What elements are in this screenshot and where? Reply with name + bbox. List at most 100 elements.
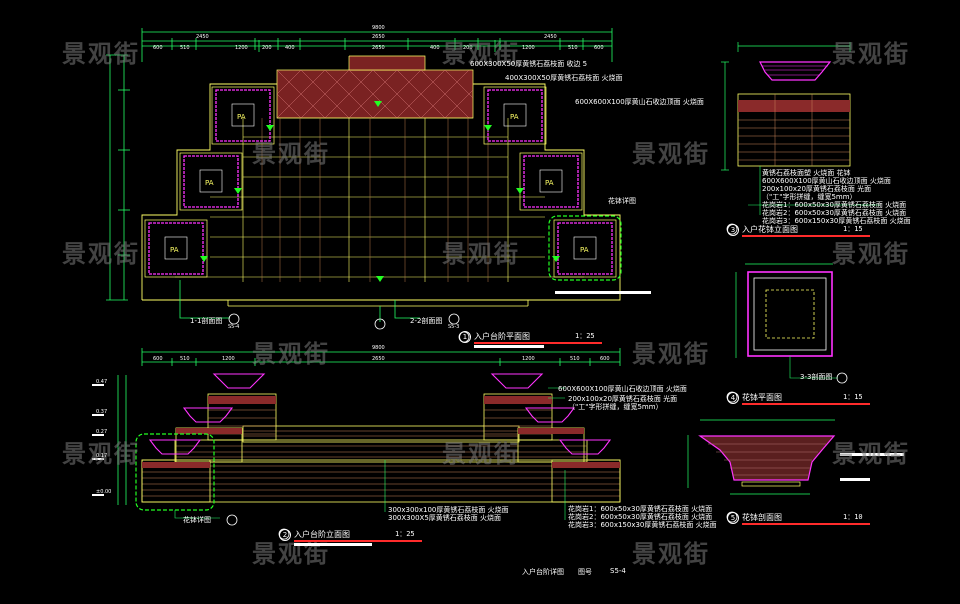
plan-detail-label: 花钵详图 [608, 197, 636, 205]
pier-plan-cut-label: 3-3剖面图 [800, 373, 833, 381]
plan-outline [141, 83, 621, 301]
pier-label: PA [205, 179, 214, 187]
pier-note-3: 200x100x20厚黄锈石荔枝面 光面 [762, 185, 872, 193]
svg-text:2650: 2650 [372, 45, 385, 51]
pier-label: PA [170, 246, 179, 254]
elev-title-underline-white [294, 543, 372, 546]
plan-dim-mid: 2650 [372, 34, 385, 40]
pier-note-7: 花岗岩3：600x150x30厚黄锈石荔枝面 火烧面 [762, 217, 911, 225]
sheet-number-label: 图号 [578, 568, 592, 576]
elev-piers [135, 373, 621, 511]
svg-text:510: 510 [568, 45, 578, 51]
landing-paving [276, 55, 474, 119]
elev-note-top-1: 600X600X100厚黄山石收边顶面 火烧面 [558, 385, 687, 393]
svg-text:600: 600 [600, 356, 610, 362]
cut2-sheet: S5-3 [448, 324, 460, 330]
elev-note-bl-1: 300x300x100厚黄锈石荔枝面 火烧面 [388, 506, 509, 514]
elev-leaders [174, 387, 566, 520]
svg-text:600: 600 [153, 45, 163, 51]
plan-dim-right: 2450 [544, 34, 557, 40]
pier-note-2: 600X600X100厚黄山石收边顶面 火烧面 [762, 177, 891, 185]
pier-note-1: 黄锈石荔枝面塑 火烧面 花钵 [762, 169, 851, 177]
svg-text:510: 510 [180, 356, 190, 362]
svg-text:2650: 2650 [372, 356, 385, 362]
elev-note-br-3: 花岗岩3：600x150x30厚黄锈石荔枝面 火烧面 [568, 521, 717, 529]
bowl-section-view [687, 419, 904, 523]
svg-text:200: 200 [262, 45, 272, 51]
elev-note-bl-2: 300X300X5厚黄锈石荔枝面 火烧面 [388, 514, 501, 522]
pier-top-left [211, 86, 275, 145]
pier-note-5: 花岗岩1：600x50x30厚黄锈石荔枝面 火烧面 [762, 201, 907, 209]
elev-level: 0.37 [96, 409, 108, 415]
elev-detail-label: 花钵详图 [183, 516, 211, 524]
sheet-number: S5-4 [610, 567, 626, 575]
svg-text:600: 600 [153, 356, 163, 362]
svg-text:1200: 1200 [235, 45, 248, 51]
elevation-view: 9800 600 510 1200 2650 1200 510 600 [92, 345, 621, 540]
pier-bottom-right [548, 215, 622, 281]
pier-plan-underline [742, 403, 870, 405]
sheet-title: 入户台阶详图 [522, 568, 564, 576]
pier-elev-title-number: 3 [727, 224, 739, 236]
bowl-underline [742, 523, 870, 525]
svg-text:510: 510 [180, 45, 190, 51]
svg-text:510: 510 [570, 356, 580, 362]
elev-dim-text: 9800 600 510 1200 2650 1200 510 600 [153, 345, 610, 362]
elev-title: 入户台阶立面图 [294, 530, 350, 539]
level-markers [200, 101, 560, 282]
cut1-sheet: S5-4 [228, 324, 240, 330]
bowl-title-number: 5 [727, 512, 739, 524]
pier-bottom-left [144, 219, 208, 278]
elev-note-top-2: 200x100x20厚黄锈石荔枝面 光面 [568, 395, 678, 403]
elev-note-br-2: 花岗岩2：600x50x30厚黄锈石荔枝面 火烧面 [568, 513, 713, 521]
plan-white-bar [555, 291, 651, 294]
plan-note-1: 600X300X50厚黄锈石荔枝面 收边 5 [470, 60, 588, 68]
pier-note-6: 花岗岩2：600x50x30厚黄锈石荔枝面 火烧面 [762, 209, 907, 217]
stair-joints [261, 118, 489, 282]
pier-label: PA [545, 179, 554, 187]
svg-text:1200: 1200 [222, 356, 235, 362]
bottom-step [227, 299, 529, 307]
plan-dimension-lines [106, 28, 613, 301]
svg-text:600: 600 [594, 45, 604, 51]
svg-text:400: 400 [285, 45, 295, 51]
cut2-label: 2-2剖面图 [410, 317, 443, 325]
pier-plan-title: 花钵平面图 [742, 393, 782, 402]
svg-text:200: 200 [463, 45, 473, 51]
level-marks [92, 384, 104, 496]
svg-text:9800: 9800 [372, 345, 385, 351]
elev-scale: 1：25 [395, 530, 415, 538]
plan-note-3: 600X600X100厚黄山石收边顶面 火烧面 [575, 98, 704, 106]
plan-scale: 1：25 [575, 332, 595, 340]
elev-level: 0.17 [96, 453, 108, 459]
pier-elev-title: 入户花钵立面图 [742, 225, 798, 234]
plan-note-2: 400X300X50厚黄锈石荔枝面 火烧面 [505, 74, 623, 82]
plan-title-underline [474, 342, 602, 344]
pier-top-right [483, 86, 547, 145]
pier-note-4: （"工"字形拼缝，缝宽5mm） [762, 193, 857, 201]
elev-level: ±0.00 [96, 489, 112, 495]
elev-level: 0.27 [96, 429, 108, 435]
bowl-title: 花钵剖面图 [742, 513, 782, 522]
elev-note-br-1: 花岗岩1：600x50x30厚黄锈石荔枝面 火烧面 [568, 505, 713, 513]
cut1-label: 1-1剖面图 [190, 317, 223, 325]
pier-label: PA [237, 113, 246, 121]
svg-text:1200: 1200 [522, 45, 535, 51]
pier-mid-right [519, 152, 583, 211]
elev-dimension-lines [117, 348, 621, 505]
plan-piers [144, 86, 622, 281]
elev-title-underline [294, 540, 422, 542]
pier-plan-view [726, 263, 848, 403]
elev-title-number: 2 [279, 529, 291, 541]
elev-note-top-3: （"工"字形拼缝，缝宽5mm） [568, 403, 663, 411]
pier-plan-scale: 1：15 [843, 393, 863, 401]
pier-elev-underline [742, 235, 870, 237]
svg-text:1200: 1200 [522, 356, 535, 362]
plan-dim-left: 2450 [196, 34, 209, 40]
plan-title-underline-white [474, 345, 544, 348]
stair-grid [175, 117, 584, 282]
pier-plan-title-number: 4 [727, 392, 739, 404]
